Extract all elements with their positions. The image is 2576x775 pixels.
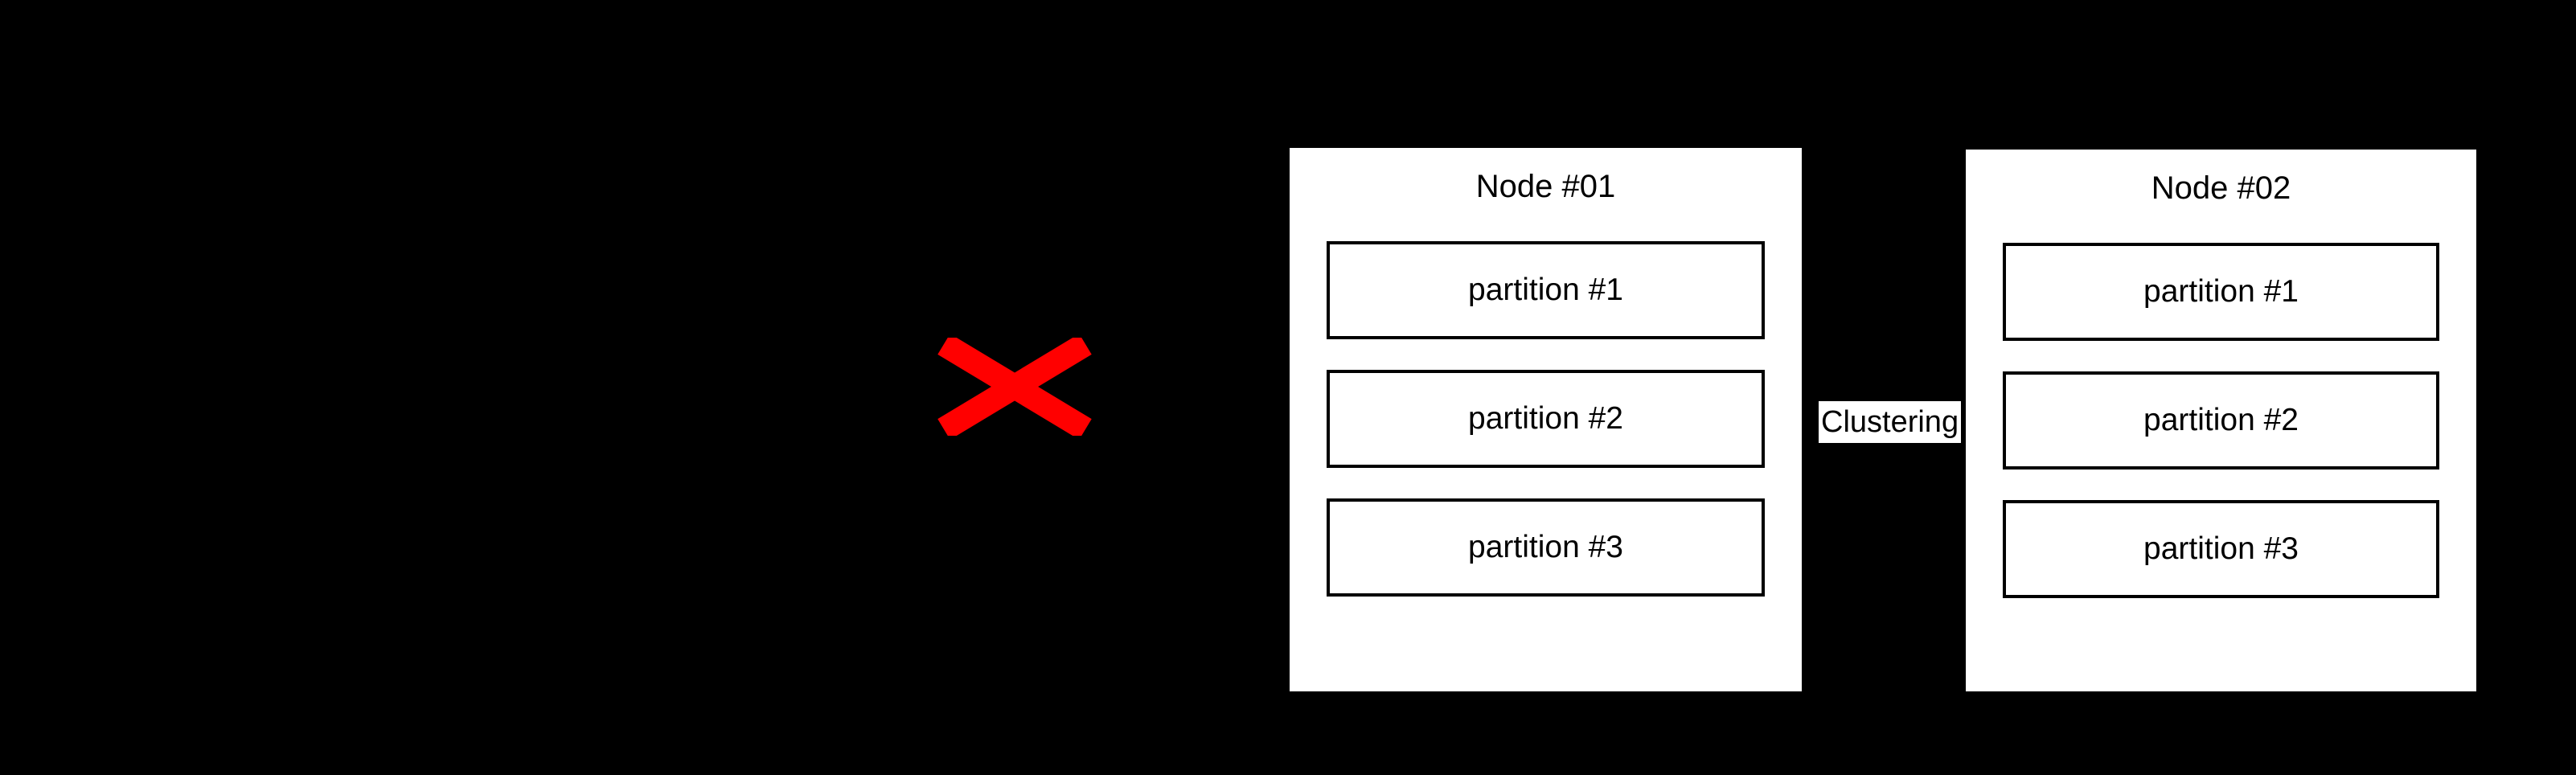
- partition-label-01-3: partition #3: [1468, 530, 1623, 564]
- partition-box-02-1[interactable]: partition #1: [2003, 243, 2439, 341]
- partition-label-02-3: partition #3: [2143, 531, 2299, 566]
- node-title-01: Node #01: [1475, 169, 1616, 204]
- clustering-connection-label: Clustering: [1819, 401, 1962, 443]
- partition-label-01-1: partition #1: [1468, 273, 1623, 307]
- node-box-02[interactable]: Node #02 partition #1 partition #2 parti…: [1966, 150, 2476, 691]
- partition-list-01: partition #1 partition #2 partition #3: [1327, 241, 1765, 597]
- partition-box-01-3[interactable]: partition #3: [1327, 498, 1765, 597]
- partition-box-02-3[interactable]: partition #3: [2003, 500, 2439, 598]
- partition-label-01-2: partition #2: [1468, 401, 1623, 436]
- partition-label-02-2: partition #2: [2143, 403, 2299, 437]
- partition-box-01-2[interactable]: partition #2: [1327, 370, 1765, 468]
- partition-box-01-1[interactable]: partition #1: [1327, 241, 1765, 339]
- partition-list-02: partition #1 partition #2 partition #3: [2003, 243, 2439, 598]
- failure-x-icon: [934, 338, 1095, 436]
- partition-box-02-2[interactable]: partition #2: [2003, 371, 2439, 470]
- node-box-01[interactable]: Node #01 partition #1 partition #2 parti…: [1290, 148, 1802, 691]
- node-title-02: Node #02: [2151, 170, 2291, 206]
- partition-label-02-1: partition #1: [2143, 274, 2299, 309]
